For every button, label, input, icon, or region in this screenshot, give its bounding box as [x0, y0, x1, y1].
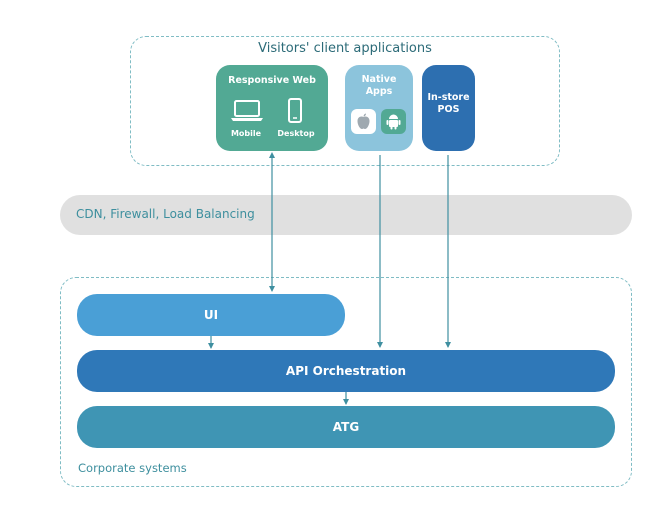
native-apps-label: Native Apps: [361, 74, 397, 97]
cdn-label: CDN, Firewall, Load Balancing: [76, 207, 255, 221]
android-tile: [381, 109, 406, 134]
atg-label: ATG: [332, 420, 360, 434]
instore-pos-card: In-store POS: [422, 65, 475, 151]
client-apps-group: [130, 36, 560, 166]
corporate-systems-group: [60, 277, 632, 487]
phone-icon: [288, 98, 302, 123]
responsive-web-card: Responsive Web Mobile Desktop: [216, 65, 328, 151]
ui-bar: UI: [77, 294, 345, 336]
atg-bar: ATG: [77, 406, 615, 448]
mobile-label: Mobile: [230, 129, 262, 138]
corporate-systems-label: Corporate systems: [78, 461, 187, 475]
desktop-label: Desktop: [277, 129, 315, 138]
ui-label: UI: [203, 308, 219, 322]
instore-pos-label: In-store POS: [427, 92, 470, 115]
apple-tile: [351, 109, 376, 134]
apple-icon: [357, 113, 370, 129]
api-orchestration-bar: API Orchestration: [77, 350, 615, 392]
native-apps-card: Native Apps: [345, 65, 413, 151]
responsive-web-label: Responsive Web: [228, 75, 316, 86]
api-orchestration-label: API Orchestration: [285, 364, 407, 378]
cdn-bar: [60, 195, 632, 235]
laptop-icon: [231, 100, 263, 121]
android-icon: [386, 114, 401, 130]
client-apps-title: Visitors' client applications: [258, 41, 432, 56]
